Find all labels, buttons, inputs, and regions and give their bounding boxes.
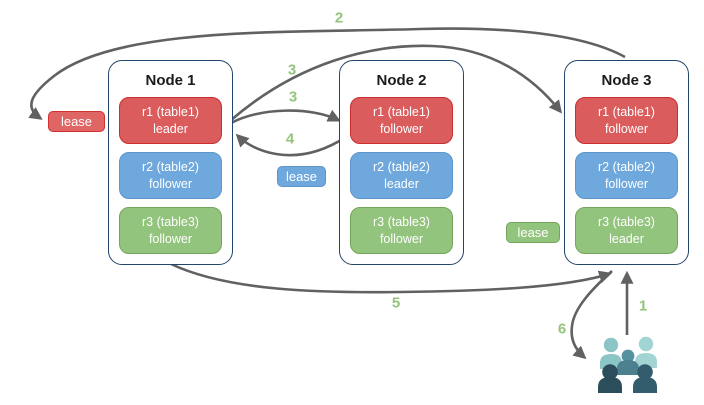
- arrow-step-3-to-node2: [230, 109, 341, 125]
- node-1-title: Node 1: [145, 72, 196, 89]
- person-back-left: [600, 337, 622, 369]
- range-role: leader: [609, 231, 644, 246]
- range-name: r3 (table3): [598, 215, 655, 230]
- step-label-3b: 3: [288, 88, 298, 106]
- range-role: follower: [379, 231, 424, 246]
- range-role: follower: [148, 231, 193, 246]
- node-2-range-r3: r3 (table3) follower: [350, 207, 453, 254]
- arrow-step-6: [570, 270, 613, 360]
- arrow-step-3-to-node3: [229, 44, 563, 122]
- node-3-range-r2: r2 (table2) follower: [575, 152, 678, 199]
- person-back-right: [635, 336, 657, 368]
- range-role: follower: [148, 176, 193, 191]
- lease-badge-r1: lease: [48, 111, 105, 132]
- range-name: r3 (table3): [373, 215, 430, 230]
- step-label-1: 1: [638, 297, 648, 315]
- node-3-panel: Node 3 r1 (table1) follower r2 (table2) …: [564, 60, 689, 265]
- node-2-range-r1: r1 (table1) follower: [350, 97, 453, 144]
- range-name: r2 (table2): [142, 160, 199, 175]
- step-label-2: 2: [334, 9, 344, 27]
- lease-badge-r2: lease: [277, 166, 326, 187]
- range-role: follower: [379, 121, 424, 136]
- lease-badge-r3: lease: [506, 222, 560, 243]
- node-1-range-r3: r3 (table3) follower: [119, 207, 222, 254]
- range-role: leader: [153, 121, 188, 136]
- step-label-3a: 3: [287, 61, 297, 79]
- node-3-title: Node 3: [601, 72, 652, 89]
- node-2-title: Node 2: [376, 72, 427, 89]
- arrow-step-5: [170, 262, 613, 294]
- step-label-4: 4: [285, 130, 295, 148]
- step-label-6: 6: [557, 320, 567, 338]
- node-2-range-r2: r2 (table2) leader: [350, 152, 453, 199]
- node-2-panel: Node 2 r1 (table1) follower r2 (table2) …: [339, 60, 464, 265]
- step-label-5: 5: [391, 294, 401, 312]
- arrow-step-4: [235, 133, 347, 157]
- range-name: r1 (table1): [598, 105, 655, 120]
- person-middle: [617, 349, 639, 375]
- range-name: r1 (table1): [142, 105, 199, 120]
- node-3-range-r1: r1 (table1) follower: [575, 97, 678, 144]
- range-name: r3 (table3): [142, 215, 199, 230]
- range-name: r2 (table2): [373, 160, 430, 175]
- node-1-range-r2: r2 (table2) follower: [119, 152, 222, 199]
- range-role: follower: [604, 176, 649, 191]
- node-1-panel: Node 1 r1 (table1) leader r2 (table2) fo…: [108, 60, 233, 265]
- range-role: leader: [384, 176, 419, 191]
- person-front-right: [633, 364, 657, 393]
- range-name: r1 (table1): [373, 105, 430, 120]
- arrow-step-2: [28, 27, 626, 120]
- range-name: r2 (table2): [598, 160, 655, 175]
- range-role: follower: [604, 121, 649, 136]
- person-front-left: [598, 364, 622, 393]
- node-3-range-r3: r3 (table3) leader: [575, 207, 678, 254]
- node-1-range-r1: r1 (table1) leader: [119, 97, 222, 144]
